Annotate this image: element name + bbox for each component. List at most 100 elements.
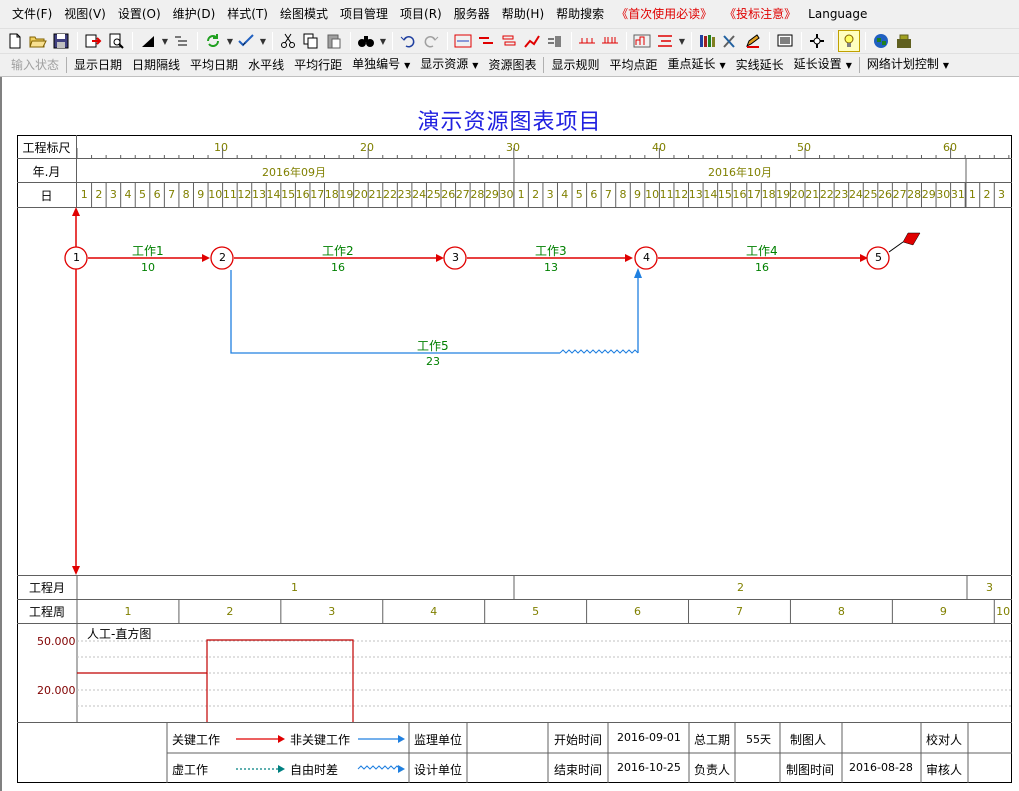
toolbar-separator	[132, 32, 133, 50]
day-cell: 11	[222, 188, 237, 201]
timescale-alt-icon[interactable]	[599, 30, 621, 52]
show-date-button[interactable]: 显示日期	[74, 58, 123, 72]
menu-draw-mode[interactable]: 绘图模式	[279, 7, 328, 21]
package-icon[interactable]	[893, 30, 915, 52]
network-view-icon[interactable]	[452, 30, 474, 52]
tools-icon[interactable]	[719, 30, 741, 52]
globe-icon[interactable]	[870, 30, 892, 52]
resource-chart-button[interactable]: 资源图表	[488, 58, 537, 72]
network-control-dropdown[interactable]: 网络计划控制▼	[862, 53, 954, 77]
undo-icon[interactable]	[397, 30, 419, 52]
chevron-down-icon[interactable]: ▼	[161, 36, 169, 46]
day-cell: 19	[776, 188, 791, 201]
export-icon[interactable]	[82, 30, 104, 52]
lightbulb-icon[interactable]	[838, 30, 860, 52]
chevron-down-icon[interactable]: ▼	[259, 36, 267, 46]
date-divider-button[interactable]: 日期隔线	[132, 58, 181, 72]
extend-settings-dropdown[interactable]: 延长设置▼	[789, 53, 857, 77]
chevron-down-icon[interactable]: ▼	[379, 36, 387, 46]
day-cell: 7	[168, 188, 176, 201]
avg-point-spacing-button[interactable]: 平均点距	[609, 58, 658, 72]
task-arrow-5[interactable]	[230, 270, 560, 354]
avg-row-spacing-button[interactable]: 平均行距	[294, 58, 343, 72]
key-extend-label: 重点延长	[667, 57, 716, 71]
month-sep: 2016年09月	[262, 166, 326, 179]
menu-settings[interactable]: 设置(O)	[117, 7, 161, 21]
arrowhead-icon	[634, 268, 642, 278]
day-cell: 5	[575, 188, 583, 201]
redo-icon[interactable]	[420, 30, 442, 52]
day-cell: 6	[153, 188, 161, 201]
show-resources-dropdown[interactable]: 显示资源▼	[415, 53, 483, 77]
chevron-down-icon[interactable]: ▼	[678, 36, 686, 46]
edit-pencil-icon[interactable]	[742, 30, 764, 52]
divider	[17, 158, 1012, 159]
paste-icon[interactable]	[323, 30, 345, 52]
line-chart-icon[interactable]	[521, 30, 543, 52]
avg-date-button[interactable]: 平均日期	[190, 58, 239, 72]
refresh-icon[interactable]	[202, 30, 224, 52]
node-3[interactable]	[443, 246, 467, 270]
copy-icon[interactable]	[300, 30, 322, 52]
horizontal-button[interactable]: 水平线	[248, 58, 285, 72]
key-extend-dropdown[interactable]: 重点延长▼	[662, 53, 730, 77]
timescale-icon[interactable]	[576, 30, 598, 52]
menu-help[interactable]: 帮助(H)	[501, 7, 545, 21]
chevron-down-icon[interactable]: ▼	[226, 36, 234, 46]
owner-label: 负责人	[694, 763, 731, 777]
align-icon[interactable]	[654, 30, 676, 52]
toolbar-separator	[350, 32, 351, 50]
menu-style[interactable]: 样式(T)	[227, 7, 268, 21]
menu-server[interactable]: 服务器	[453, 7, 490, 21]
task-5-duration: 23	[426, 355, 440, 368]
day-cell: 11	[659, 188, 674, 201]
network-control-label: 网络计划控制	[866, 57, 939, 71]
toolbar-separator	[197, 32, 198, 50]
day-cell: 25	[426, 188, 441, 201]
crosshair-icon[interactable]	[806, 30, 828, 52]
day-cell: 2	[95, 188, 103, 201]
menu-file[interactable]: 文件(F)	[12, 7, 53, 21]
day-cell: 16	[732, 188, 747, 201]
node-5-label: 5	[875, 251, 882, 264]
menu-project-manage[interactable]: 项目管理	[340, 7, 389, 21]
save-icon[interactable]	[50, 30, 72, 52]
new-file-icon[interactable]	[4, 30, 26, 52]
node-5[interactable]	[866, 246, 890, 270]
print-preview-icon[interactable]	[105, 30, 127, 52]
day-cell: 25	[863, 188, 878, 201]
menu-maintain[interactable]: 维护(D)	[172, 7, 216, 21]
layout-icon[interactable]	[774, 30, 796, 52]
node-1[interactable]	[64, 246, 88, 270]
gantt-icon[interactable]	[498, 30, 520, 52]
resource-icon[interactable]	[544, 30, 566, 52]
day-cell: 4	[124, 188, 132, 201]
menu-language[interactable]: Language	[808, 7, 868, 21]
menu-first-use[interactable]: 《首次使用必读》	[616, 7, 713, 21]
bar-view-icon[interactable]	[475, 30, 497, 52]
menu-bid-notes[interactable]: 《投标注意》	[724, 7, 797, 21]
day-cell: 10	[208, 188, 223, 201]
single-numbering-dropdown[interactable]: 单独编号▼	[347, 53, 415, 77]
divider	[17, 623, 1012, 624]
day-cell: 30	[499, 188, 514, 201]
books-icon[interactable]	[696, 30, 718, 52]
input-state-button[interactable]: 输入状态	[11, 58, 60, 72]
flag-pole	[888, 241, 904, 253]
day-cell: 5	[139, 188, 146, 201]
fill-triangle-icon[interactable]	[137, 30, 159, 52]
node-4[interactable]	[634, 246, 658, 270]
indent-icon[interactable]	[170, 30, 192, 52]
menu-help-search[interactable]: 帮助搜索	[556, 7, 605, 21]
menu-project[interactable]: 项目(R)	[400, 7, 442, 21]
solid-extend-button[interactable]: 实线延长	[735, 58, 784, 72]
cut-icon[interactable]	[277, 30, 299, 52]
histogram-icon[interactable]	[631, 30, 653, 52]
node-2[interactable]	[210, 246, 234, 270]
find-binoculars-icon[interactable]	[355, 30, 377, 52]
menu-view[interactable]: 视图(V)	[64, 7, 106, 21]
day-cell: 18	[761, 188, 776, 201]
show-rules-button[interactable]: 显示规则	[551, 58, 600, 72]
check-icon[interactable]	[235, 30, 257, 52]
open-folder-icon[interactable]	[27, 30, 49, 52]
